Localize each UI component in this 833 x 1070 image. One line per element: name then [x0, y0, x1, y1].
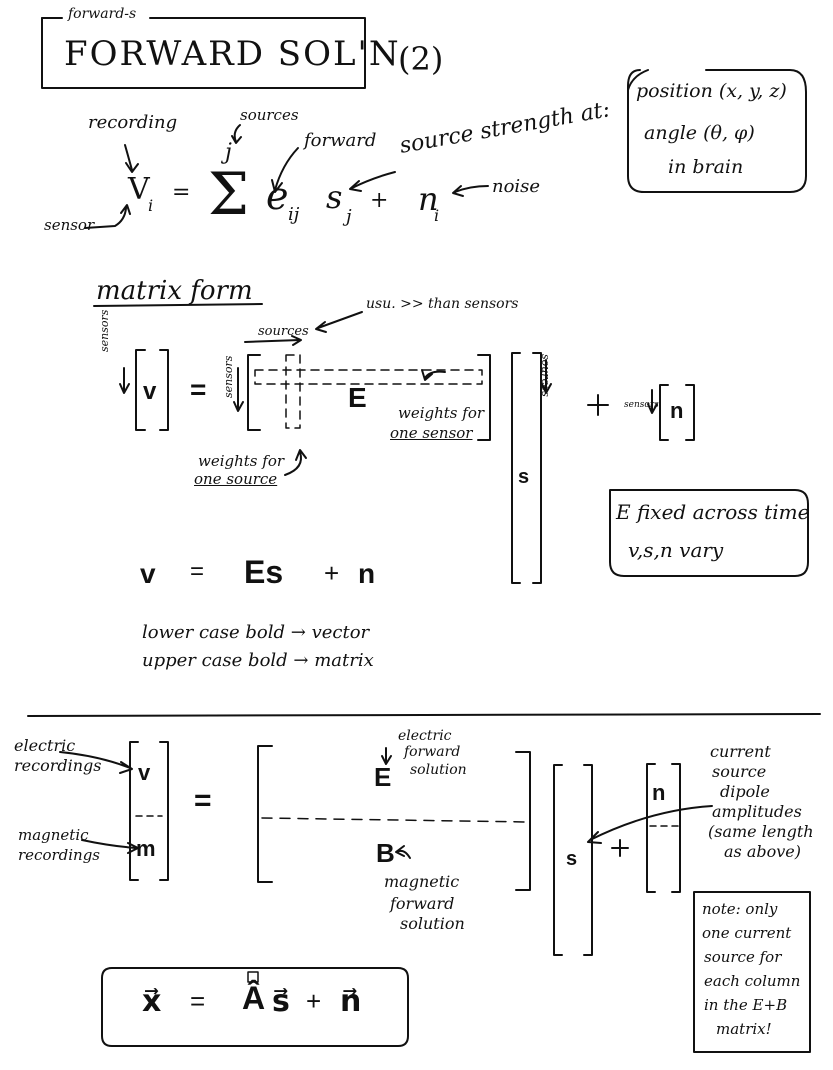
combined-B: B [376, 838, 395, 868]
current-source-3: dipole [720, 782, 770, 801]
eq-sum-top-j: j [225, 140, 232, 165]
location-position: position (x, y, z) [636, 80, 787, 102]
note-line-2: one current [702, 924, 792, 942]
weights-one-source-1: weights for [198, 452, 285, 470]
magnetic-recordings-1: magnetic [18, 826, 89, 844]
electric-recordings-1: electric [14, 736, 76, 755]
eq-term-n: n [418, 180, 439, 218]
current-source-1: current [710, 742, 771, 761]
compact-plus: + [324, 558, 340, 588]
combined-s: s [566, 848, 578, 870]
location-angle: angle (θ, φ) [644, 122, 755, 144]
label-sources: sources [240, 106, 299, 124]
header-tab-label: forward-s [68, 6, 137, 22]
eq-plus: + [370, 188, 389, 213]
eq-term-s: s [326, 178, 343, 216]
combined-E: E [374, 762, 392, 792]
note-line-5: in the E+B [704, 996, 788, 1014]
electric-forward-1: electric [398, 728, 452, 744]
current-source-5: (same length [708, 822, 814, 841]
matrix-s: s [518, 466, 530, 488]
current-source-6: as above) [724, 842, 801, 861]
fixed-box-line2: v,s,n vary [628, 538, 724, 562]
label-recording: recording [88, 112, 178, 133]
current-source-2: source [712, 762, 767, 781]
final-n: n⃗ [340, 985, 362, 1018]
eq-term-e: e [266, 174, 289, 218]
label-forward: forward [304, 130, 377, 151]
weights-one-sensor-2: one sensor [390, 424, 473, 442]
compact-equals: = [190, 558, 205, 585]
compact-n: n [358, 558, 376, 589]
page-number: (2) [398, 40, 444, 78]
combined-equals: = [194, 784, 212, 817]
page-title: FORWARD SOL'N [64, 34, 401, 74]
eq-term-s-sub: j [346, 206, 352, 227]
eq-lhs-sub-i: i [148, 196, 154, 215]
matrix-E: E [348, 382, 367, 413]
eq-sum-symbol: Σ [208, 160, 250, 228]
matrix-v: v [143, 378, 157, 405]
magnetic-forward-2: forward [390, 894, 455, 913]
electric-recordings-2: recordings [14, 756, 102, 775]
eq-term-e-sub: ij [288, 204, 300, 225]
compact-Es: Es [244, 554, 284, 590]
electric-forward-2: forward [404, 744, 461, 760]
note-lower-case: lower case bold → vector [142, 622, 370, 643]
matrix-form-heading: matrix form [96, 276, 253, 306]
sources-label: sources [258, 324, 309, 339]
magnetic-recordings-2: recordings [18, 846, 101, 864]
magnetic-forward-1: magnetic [384, 872, 460, 891]
sensors-label-inner: sensors [222, 355, 235, 398]
sensors-label-n: sensors [624, 400, 659, 410]
matrix-equals: = [190, 374, 207, 405]
combined-v: v [138, 760, 151, 785]
label-noise: noise [492, 176, 541, 197]
eq-term-n-sub: i [434, 206, 440, 225]
final-x: x⃗ [142, 985, 162, 1018]
usu-note: usu. >> than sensors [366, 296, 519, 312]
final-A: Â [242, 980, 266, 1016]
final-s: s⃗ [272, 985, 290, 1018]
final-equals: = [190, 986, 206, 1016]
note-line-6: matrix! [716, 1020, 772, 1038]
current-source-4: amplitudes [712, 802, 802, 821]
weights-one-sensor-1: weights for [398, 404, 485, 422]
label-sensor: sensor [44, 216, 95, 234]
sensors-label-left: sensors [98, 309, 111, 352]
electric-forward-3: solution [410, 762, 467, 778]
combined-n: n [652, 780, 666, 805]
combined-m: m [136, 836, 156, 861]
note-line-1: note: only [702, 900, 778, 918]
note-line-4: each column [704, 972, 801, 990]
location-in-brain: in brain [668, 156, 744, 178]
final-plus: + [306, 986, 322, 1016]
fixed-box-line1: E fixed across time [616, 500, 810, 524]
eq-lhs-v: V [128, 172, 150, 207]
matrix-n: n [670, 398, 684, 423]
compact-v: v [140, 558, 156, 589]
weights-one-source-2: one source [194, 470, 278, 488]
eq-equals: = [172, 180, 191, 205]
note-upper-case: upper case bold → matrix [142, 650, 374, 671]
note-line-3: source for [704, 948, 782, 966]
sources-label-right: sources [539, 354, 552, 397]
magnetic-forward-3: solution [400, 914, 465, 933]
